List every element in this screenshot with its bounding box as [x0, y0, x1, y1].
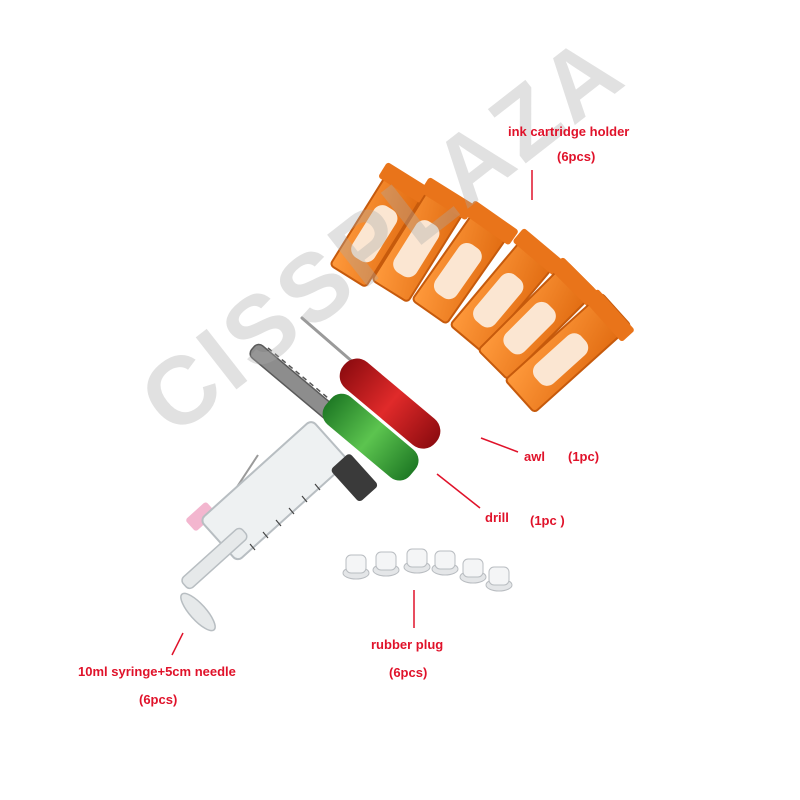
label-syringe: 10ml syringe+5cm needle: [78, 664, 236, 679]
label-drill-qty: (1pc ): [530, 513, 565, 528]
drill-leader: [436, 473, 481, 509]
cartridge-holder: [372, 177, 475, 302]
cartridge-holder: [478, 257, 600, 380]
rubber-plug: [342, 554, 370, 580]
rubber-plug: [372, 551, 400, 577]
awl-leader: [480, 437, 519, 453]
leader-lines: [171, 170, 533, 656]
rubber-plug: [485, 566, 513, 592]
syringe: [180, 421, 378, 632]
ink-cartridge-holders: [330, 162, 634, 413]
label-ink-cartridge-holder: ink cartridge holder: [508, 124, 630, 139]
cartridge-holder: [505, 289, 634, 413]
syringe-leader: [171, 632, 184, 656]
rubber-plug: [431, 550, 459, 576]
label-rubber-plug: rubber plug: [371, 637, 444, 652]
label-awl-qty: (1pc): [568, 449, 600, 464]
label-awl: awl: [524, 449, 545, 464]
label-rubber-plug-qty: (6pcs): [389, 665, 428, 680]
rubber-plugs: [342, 548, 513, 592]
cartridge-holder: [450, 228, 564, 352]
cartridge-holder: [330, 162, 433, 287]
drill: [249, 343, 419, 481]
label-drill: drill: [485, 510, 509, 525]
label-syringe-qty: (6pcs): [139, 692, 178, 707]
rubber-plug: [459, 558, 487, 584]
rubber-plug: [403, 548, 431, 574]
cartridge-holder: [412, 201, 518, 324]
label-ink-cartridge-holder-qty: (6pcs): [557, 149, 596, 164]
awl: [300, 316, 441, 449]
